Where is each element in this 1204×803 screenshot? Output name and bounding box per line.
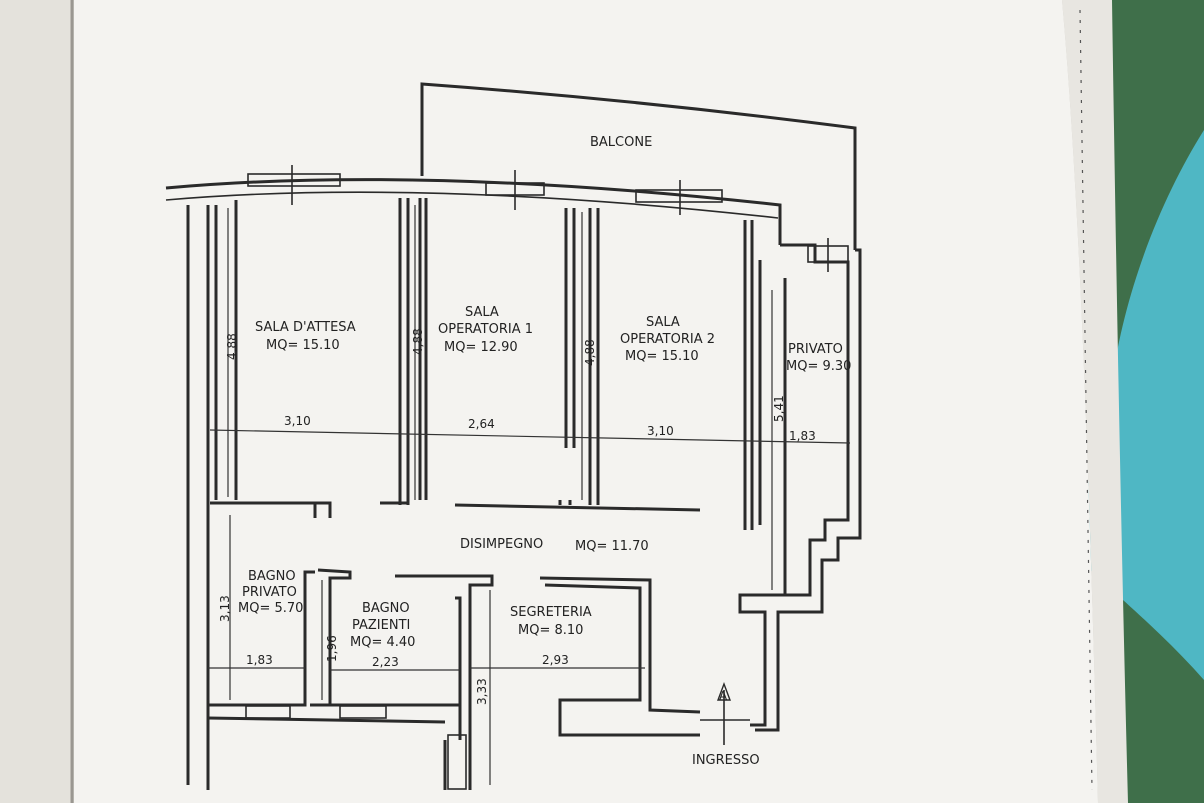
dim-w-op2: 3,10 (647, 424, 674, 438)
balcony-outline (420, 82, 857, 250)
bagno-pazienti-name1: BAGNO (362, 601, 410, 616)
dim-h-op2: 4,88 (583, 339, 597, 366)
dim-h-privato: 5,41 (772, 395, 786, 422)
sala-op2-area: MQ= 15.10 (625, 349, 699, 364)
sala-attesa-name: SALA D'ATTESA (255, 320, 356, 335)
right-page-edge (1062, 0, 1128, 803)
dim-w-bagno-pazienti: 2,23 (372, 655, 399, 669)
bagno-pazienti-name2: PAZIENTI (352, 618, 410, 633)
sala-op2-name1: SALA (646, 315, 680, 330)
sala-op1-area: MQ= 12.90 (444, 340, 518, 355)
sala-op1-name2: OPERATORIA 1 (438, 322, 533, 337)
segreteria-name: SEGRETERIA (510, 605, 592, 620)
disimpegno-area: MQ= 11.70 (575, 539, 649, 554)
left-page (0, 0, 72, 803)
privato-name: PRIVATO (788, 342, 843, 357)
bagno-privato-name2: PRIVATO (242, 585, 297, 600)
bagno-pazienti-area: MQ= 4.40 (350, 635, 415, 650)
dim-h-bagno-pazienti: 1,96 (325, 635, 339, 662)
ingresso-label: INGRESSO (692, 753, 760, 768)
entry-arrow-icon (700, 682, 750, 745)
disimpegno-name: DISIMPEGNO (460, 537, 543, 552)
privato-area: MQ= 9.30 (786, 359, 851, 374)
balcone-label: BALCONE (590, 135, 652, 150)
entry-arrow-letter: A (719, 689, 728, 703)
dim-w-op1: 2,64 (468, 417, 495, 431)
dim-h-bagno-privato: 3,13 (218, 595, 232, 622)
sala-attesa-area: MQ= 15.10 (266, 338, 340, 353)
dimension-lines (208, 205, 851, 785)
dim-w-privato: 1,83 (789, 429, 816, 443)
segreteria-area: MQ= 8.10 (518, 623, 583, 638)
sala-op1-name1: SALA (465, 305, 499, 320)
windows (245, 165, 849, 790)
dim-h-attesa: 4,88 (225, 333, 239, 360)
dim-h-op1: 4,88 (411, 328, 425, 355)
dim-h-segreteria: 3,33 (475, 678, 489, 705)
bagno-privato-name1: BAGNO (248, 569, 296, 584)
bagno-privato-area: MQ= 5.70 (238, 601, 303, 616)
walls (165, 82, 862, 790)
dim-w-segreteria: 2,93 (542, 653, 569, 667)
dim-w-attesa: 3,10 (284, 414, 311, 428)
sala-op2-name2: OPERATORIA 2 (620, 332, 715, 347)
dim-w-bagno-privato: 1,83 (246, 653, 273, 667)
